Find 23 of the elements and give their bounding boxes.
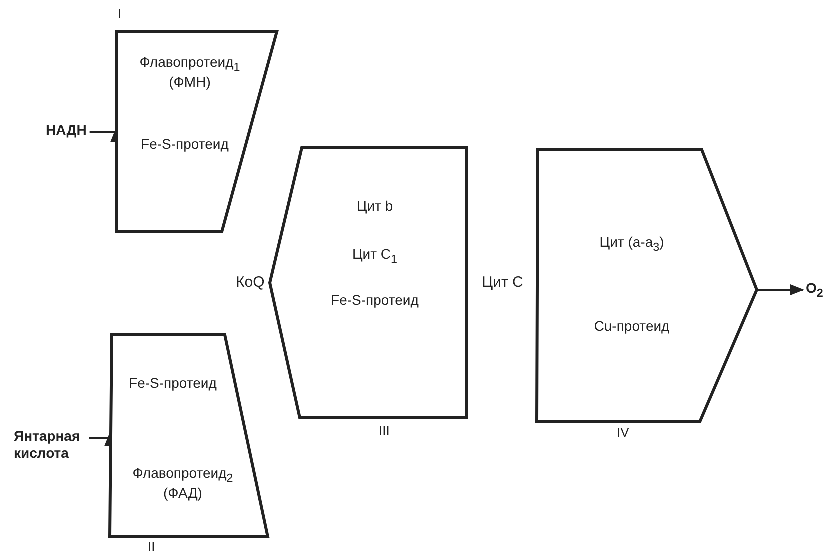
protein-complex-outline — [270, 148, 467, 418]
protein-complex-outline — [110, 335, 268, 537]
complex-numeral: IV — [617, 425, 630, 440]
substrate-label: НАДН — [46, 122, 87, 139]
carrier-label: КоQ — [236, 274, 265, 291]
component-name: Цит (a-a$_{3}$) — [598, 234, 666, 254]
component-name: Cu-протеид — [593, 318, 671, 334]
component-name: Цит b — [356, 198, 394, 214]
substrate-label: Янтарная кислота — [14, 428, 86, 462]
protein-complex-outline — [537, 150, 757, 422]
substrate-label: O$_{2}$ — [806, 280, 823, 301]
component-name: Fe-S-протеид — [330, 292, 420, 308]
complex-numeral: II — [148, 539, 156, 553]
complex-numeral: III — [379, 423, 390, 438]
component-name: Цит C$_{1}$ — [351, 246, 399, 266]
complex-numeral: I — [118, 6, 122, 21]
component-name: Fe-S-протеид — [128, 375, 218, 391]
component-name: Флавопротеид$_{2}$ (ФАД) — [132, 465, 234, 501]
component-name: Fe-S-протеид — [140, 136, 230, 152]
protein-complex-outline — [117, 32, 277, 232]
carrier-label: Цит C — [482, 274, 524, 291]
arrow — [757, 284, 804, 296]
component-name: Флавопротеид$_{1}$ (ФМН) — [138, 54, 242, 90]
